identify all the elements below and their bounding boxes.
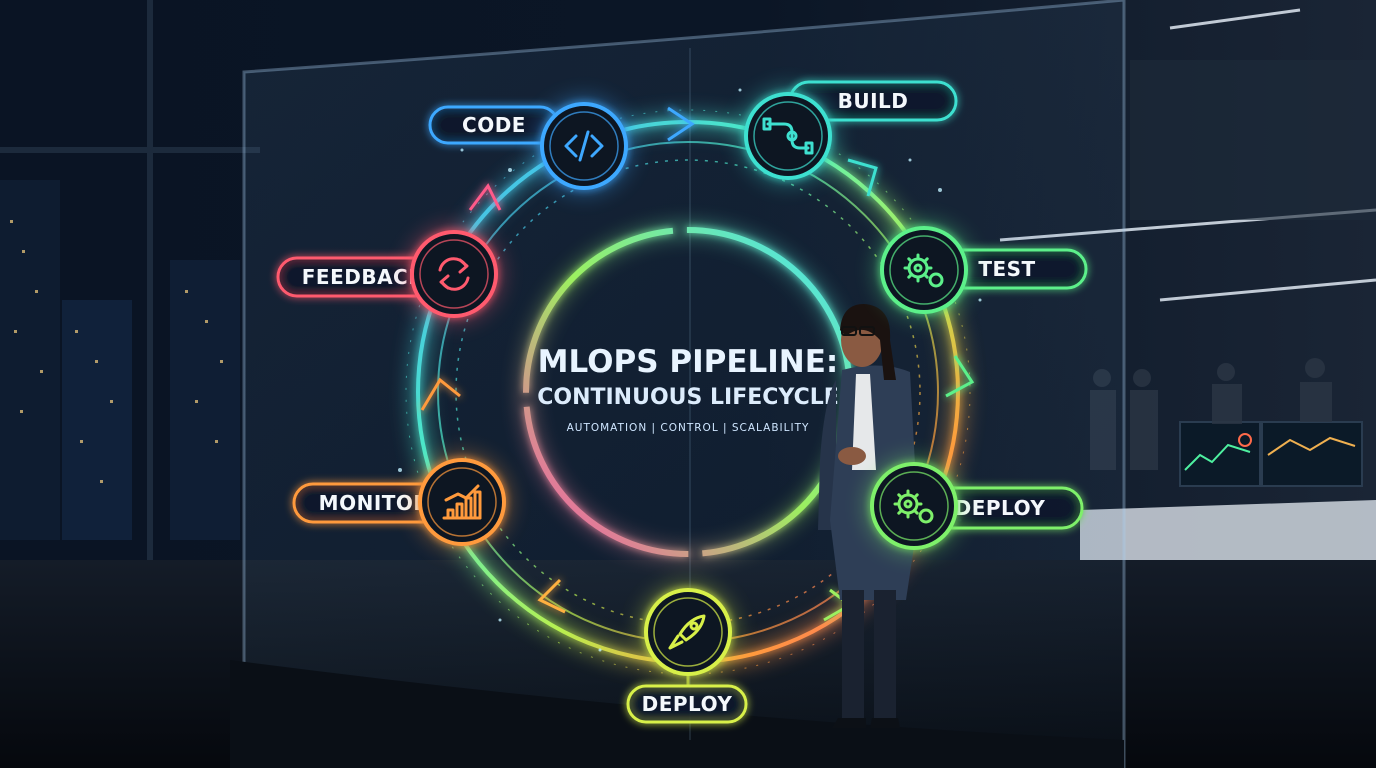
hub-subtitle: AUTOMATION | CONTROL | SCALABILITY <box>567 422 810 434</box>
bar-chart-icon <box>442 484 482 520</box>
stage-node <box>872 218 976 322</box>
stage-1: BUILD <box>736 80 958 188</box>
stage-node <box>736 84 840 188</box>
stage-label-pill: DEPLOY <box>626 684 748 724</box>
stage-4: DEPLOY <box>626 580 748 724</box>
stage-nodes: CODE BUILD TEST DEPLOY DEPLOY MONITOR FEEDBACK <box>276 80 1088 724</box>
pipe-icon <box>762 117 814 155</box>
hub-title-line1: MLOPS PIPELINE: <box>538 344 839 380</box>
stage-5: MONITOR <box>292 450 514 554</box>
gears-icon <box>893 489 934 524</box>
stage-2: TEST <box>872 218 1088 322</box>
city-skyline <box>0 180 240 540</box>
refresh-icon <box>438 257 470 291</box>
stage-node <box>410 450 514 554</box>
stage-node <box>862 454 966 558</box>
stage-label: DEPLOY <box>642 692 733 716</box>
code-icon <box>564 130 604 162</box>
hub-title-line2: CONTINUOUS LIFECYCLE <box>537 385 839 410</box>
stage-label: CODE <box>462 113 526 137</box>
desk-monitors <box>1179 421 1363 487</box>
stage-label: TEST <box>978 257 1035 281</box>
gears-icon <box>903 253 944 288</box>
stage-label: DEPLOY <box>955 496 1046 520</box>
stage-label: BUILD <box>838 89 909 113</box>
stage-node <box>402 222 506 326</box>
stage-node <box>532 94 636 198</box>
stage-node <box>636 580 740 684</box>
hub-title-block: MLOPS PIPELINE: CONTINUOUS LIFECYCLE AUT… <box>537 344 839 434</box>
stage-6: FEEDBACK <box>276 222 506 326</box>
rocket-icon <box>668 614 706 650</box>
stage-3: DEPLOY <box>862 454 1084 558</box>
stage-0: CODE <box>428 94 636 198</box>
